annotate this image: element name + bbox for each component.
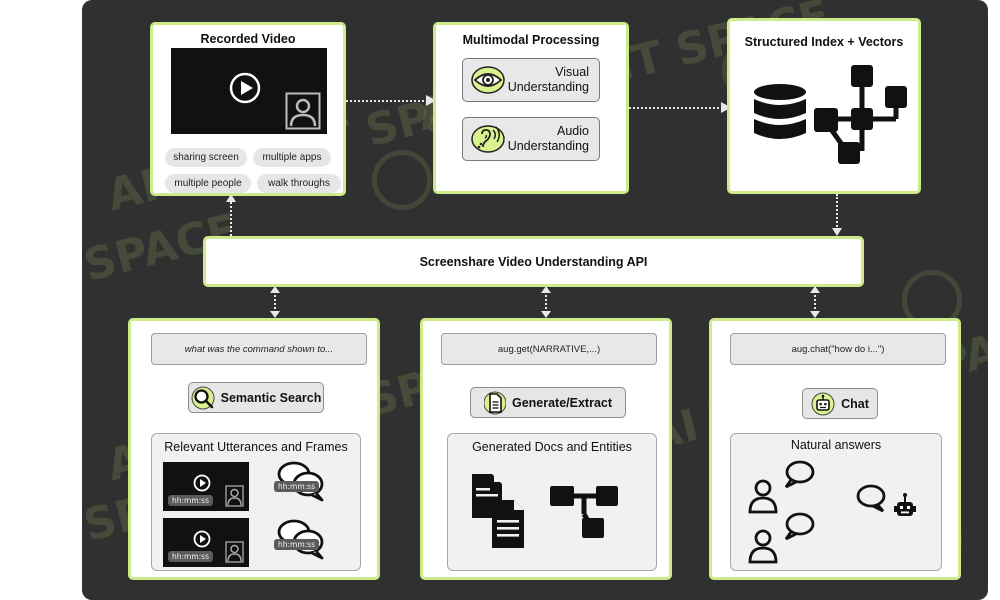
tag-pill: multiple people (165, 174, 251, 193)
entity-graph-icon (550, 486, 618, 538)
document-icon (483, 391, 506, 414)
connector-api-chat (814, 288, 816, 316)
api-bar[interactable]: Screenshare Video Understanding API (203, 236, 864, 287)
tag-pill: walk throughs (257, 174, 341, 193)
audio-understanding-box[interactable]: Audio Understanding (462, 117, 600, 161)
arrow-head-icon (541, 311, 551, 318)
vector-graph-icon (814, 65, 907, 164)
multimodal-processing-card: Multimodal Processing Visual Understandi… (433, 22, 629, 194)
tag-pill: sharing screen (165, 148, 247, 167)
connector-api-search (274, 288, 276, 316)
search-icon (191, 386, 215, 409)
generate-extract-label: Generate/Extract (511, 395, 613, 410)
timestamp-badge: hh:mm:ss (274, 539, 319, 550)
timestamp-badge: hh:mm:ss (274, 481, 319, 492)
presenter-icon (225, 485, 244, 507)
generated-docs-panel: Generated Docs and Entities (447, 433, 657, 571)
play-icon[interactable] (193, 530, 211, 548)
eye-icon (471, 66, 505, 94)
search-query-field[interactable]: what was the command shown to... (151, 333, 367, 365)
recorded-video-card: Recorded Video sharing screen multiple a… (150, 22, 346, 196)
play-icon[interactable] (229, 72, 261, 104)
documents-icon (472, 474, 524, 548)
connector-api-generate (545, 288, 547, 316)
utterances-panel: Relevant Utterances and Frames hh:mm:ss (151, 433, 361, 571)
presenter-icon (225, 541, 244, 563)
arrow-head-icon (721, 102, 731, 113)
arrow-head-icon (541, 286, 551, 293)
arrow-head-icon (810, 286, 820, 293)
database-icon (754, 84, 806, 139)
watermark-flower (372, 150, 432, 210)
bot-answer-icon (856, 484, 916, 516)
connector-index-to-api (836, 194, 838, 234)
connector-video-to-processing (346, 100, 428, 102)
index-title: Structured Index + Vectors (744, 35, 904, 49)
chat-button[interactable]: Chat (802, 388, 878, 419)
utterance-item[interactable]: hh:mm:ss (274, 514, 334, 566)
robot-icon (811, 392, 835, 415)
semantic-search-button[interactable]: Semantic Search (188, 382, 324, 413)
people-questions-icon (748, 460, 815, 564)
diagram-canvas: AI TALENT SPACE AI TALENT SPACE AI TALEN… (82, 0, 988, 600)
natural-answers-title: Natural answers (790, 438, 882, 452)
generate-extract-button[interactable]: Generate/Extract (470, 387, 626, 418)
chat-card: aug.chat("how do i...") Chat Natural ans… (709, 318, 961, 580)
connector-api-to-video (230, 198, 232, 236)
processing-title: Multimodal Processing (462, 33, 600, 47)
timestamp-badge: hh:mm:ss (168, 495, 213, 506)
structured-index-card: Structured Index + Vectors (727, 18, 921, 194)
generate-query-field[interactable]: aug.get(NARRATIVE,...) (441, 333, 657, 365)
play-icon[interactable] (193, 474, 211, 492)
hearing-icon (471, 125, 505, 153)
semantic-search-card: what was the command shown to... Semanti… (128, 318, 380, 580)
video-frame-thumbnail[interactable]: hh:mm:ss (163, 518, 249, 567)
chat-query-field[interactable]: aug.chat("how do i...") (730, 333, 946, 365)
arrow-head-icon (810, 311, 820, 318)
utterances-panel-title: Relevant Utterances and Frames (164, 440, 348, 454)
arrow-head-icon (426, 95, 436, 106)
video-frame-thumbnail[interactable]: hh:mm:ss (163, 462, 249, 511)
visual-understanding-box[interactable]: Visual Understanding (462, 58, 600, 102)
audio-understanding-label: Audio Understanding (507, 124, 589, 153)
generate-extract-card: aug.get(NARRATIVE,...) Generate/Extract … (420, 318, 672, 580)
visual-understanding-label: Visual Understanding (507, 65, 589, 94)
generated-docs-title: Generated Docs and Entities (472, 440, 632, 454)
recorded-video-title: Recorded Video (200, 32, 296, 46)
utterance-item[interactable]: hh:mm:ss (274, 456, 334, 508)
natural-answers-panel: Natural answers (730, 433, 942, 571)
arrow-head-icon (832, 228, 842, 236)
tag-pill: multiple apps (253, 148, 331, 167)
arrow-head-icon (270, 286, 280, 293)
presenter-icon (285, 92, 321, 130)
timestamp-badge: hh:mm:ss (168, 551, 213, 562)
arrow-head-icon (226, 194, 236, 202)
connector-processing-to-index (629, 107, 723, 109)
video-preview[interactable] (171, 48, 327, 134)
semantic-search-label: Semantic Search (220, 390, 322, 405)
api-title: Screenshare Video Understanding API (419, 255, 648, 269)
arrow-head-icon (270, 311, 280, 318)
chat-label: Chat (841, 396, 869, 411)
